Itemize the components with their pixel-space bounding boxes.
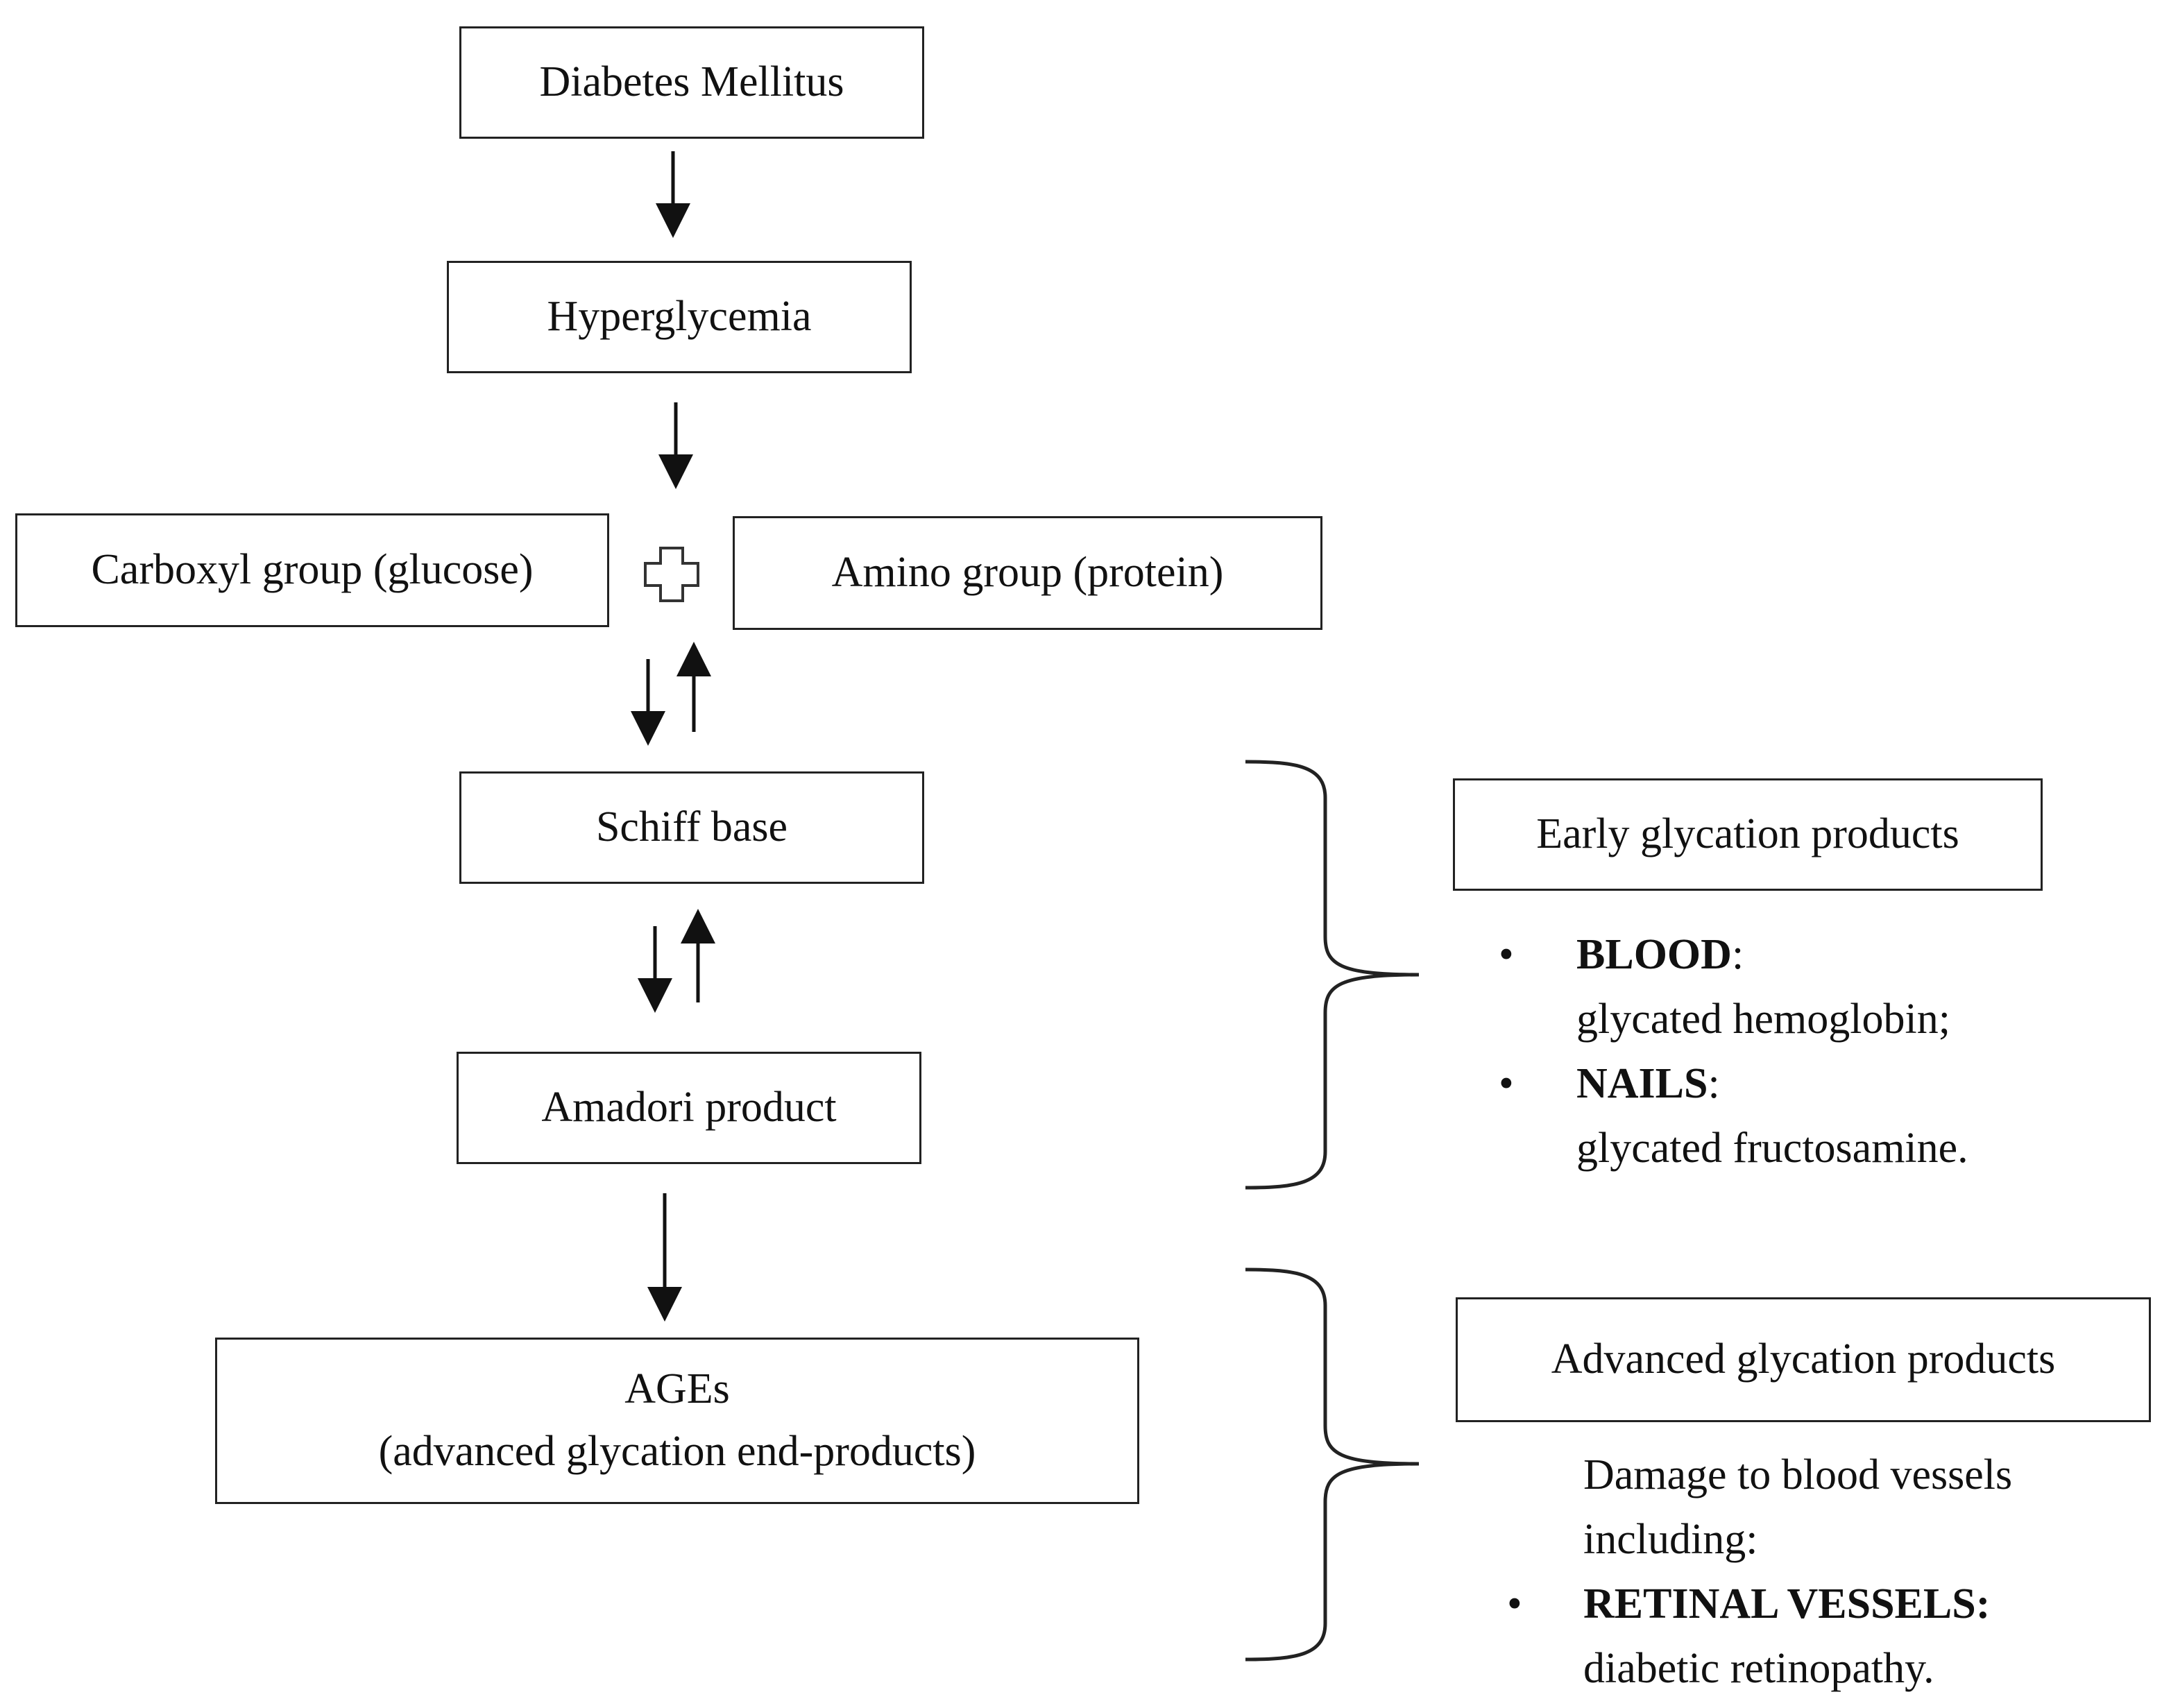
bullet-icon: • [1499, 931, 1514, 978]
advanced-glycation-title: Advanced glycation products [1551, 1335, 2056, 1383]
early-item-detail: glycated hemoglobin; [1499, 987, 1968, 1052]
early-glycation-box: Early glycation products [1453, 778, 2043, 891]
list-item: • NAILS: [1499, 1052, 1968, 1116]
bullet-icon: • [1507, 1580, 1522, 1628]
early-glycation-list: • BLOOD: glycated hemoglobin; • NAILS: g… [1499, 923, 1968, 1181]
amadori-label: Amadori product [541, 1084, 837, 1131]
advanced-glycation-details: Damage to blood vessels including: • RET… [1507, 1443, 2012, 1701]
early-item-detail: glycated fructosamine. [1499, 1116, 1968, 1181]
advanced-item-label: RETINAL VESSELS: [1583, 1580, 1991, 1628]
list-item: • BLOOD: [1499, 923, 1968, 987]
ages-label-line2: (advanced glycation end-products) [378, 1428, 976, 1475]
plus-icon [644, 547, 699, 602]
advanced-intro-line1: Damage to blood vessels [1507, 1443, 2012, 1508]
hyperglycemia-box: Hyperglycemia [447, 261, 912, 373]
schiff-box: Schiff base [459, 771, 924, 884]
carboxyl-box: Carboxyl group (glucose) [15, 513, 609, 627]
diabetes-label: Diabetes Mellitus [539, 58, 844, 106]
amino-label: Amino group (protein) [831, 549, 1224, 597]
early-item-detail-text: glycated fructosamine. [1576, 1125, 1968, 1172]
list-item: • RETINAL VESSELS: [1507, 1572, 2012, 1637]
advanced-intro-text-1: Damage to blood vessels [1583, 1451, 2013, 1498]
amadori-box: Amadori product [457, 1052, 921, 1164]
ages-box: AGEs (advanced glycation end-products) [215, 1338, 1139, 1504]
advanced-intro-line2: including: [1507, 1508, 2012, 1572]
carboxyl-label: Carboxyl group (glucose) [91, 546, 534, 594]
amino-box: Amino group (protein) [733, 516, 1322, 630]
ages-label-line1: AGEs [624, 1365, 730, 1413]
advanced-glycation-box: Advanced glycation products [1456, 1297, 2151, 1422]
advanced-intro-text-2: including: [1583, 1516, 1758, 1563]
advanced-item-detail-text: diabetic retinopathy. [1583, 1645, 1934, 1692]
advanced-item-detail: diabetic retinopathy. [1507, 1637, 2012, 1701]
hyperglycemia-label: Hyperglycemia [547, 293, 812, 341]
bullet-icon: • [1499, 1060, 1514, 1107]
early-item-suffix: : [1708, 1060, 1720, 1107]
schiff-label: Schiff base [595, 803, 788, 851]
early-glycation-title: Early glycation products [1536, 810, 1959, 858]
early-brace [1245, 760, 1420, 1190]
early-item-label: BLOOD [1576, 931, 1732, 978]
early-item-detail-text: glycated hemoglobin; [1576, 996, 1950, 1043]
early-item-suffix: : [1731, 931, 1744, 978]
advanced-brace [1245, 1267, 1420, 1662]
early-item-label: NAILS [1576, 1060, 1708, 1107]
diabetes-box: Diabetes Mellitus [459, 26, 924, 139]
